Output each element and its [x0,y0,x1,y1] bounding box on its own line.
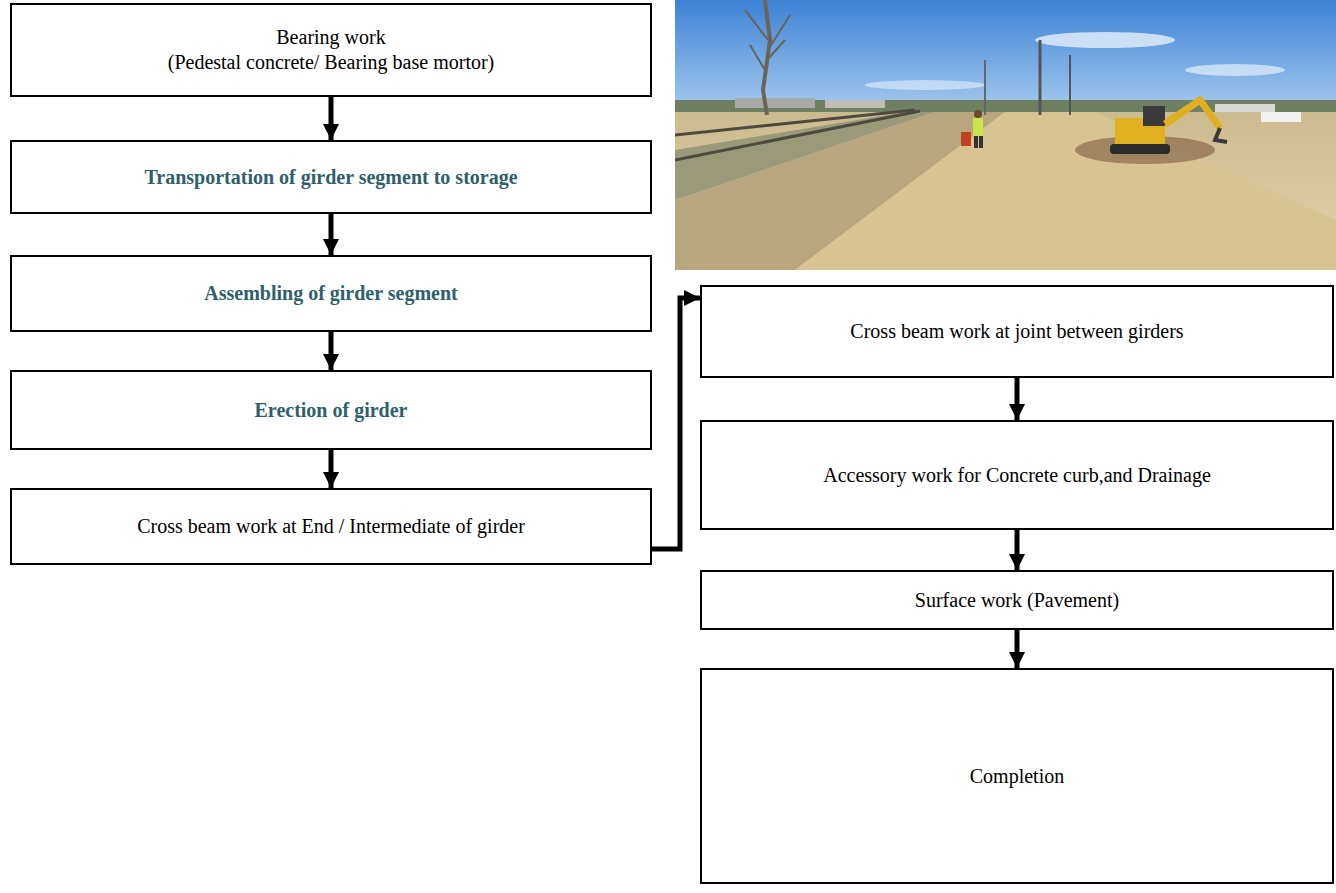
flow-arrow [329,97,334,140]
photo-shape [961,132,971,146]
process-box: Assembling of girder segment [10,255,652,332]
photo-shape [675,110,915,135]
flow-arrow [329,214,334,255]
step-text: Accessory work for Concrete curb,and Dra… [823,463,1211,488]
step-text: Assembling of girder segment [204,281,458,306]
photo-shape [1185,64,1285,76]
step-text: (Pedestal concrete/ Bearing base mortor) [168,50,495,75]
photo-shape [974,136,978,148]
photo-shape [1261,112,1301,122]
site-photo [675,0,1336,270]
photo-shape [1069,55,1071,115]
process-box: Transportation of girder segment to stor… [10,140,652,214]
process-box: Cross beam work at End / Intermediate of… [10,488,652,565]
flow-arrow [1015,378,1020,420]
step-text: Cross beam work at End / Intermediate of… [137,514,525,539]
flow-arrow [652,298,700,549]
process-box: Accessory work for Concrete curb,and Dra… [700,420,1334,530]
photo-shape [974,110,982,118]
process-box: Cross beam work at joint between girders [700,285,1334,378]
photo-shape [675,111,920,160]
photo-shape [1165,100,1220,128]
step-text: Completion [970,764,1064,789]
step-text: Bearing work [276,25,385,50]
flow-arrow [1015,630,1020,668]
photo-shape [795,112,1336,270]
step-text: Transportation of girder segment to stor… [144,165,517,190]
photo-shape [735,98,815,108]
photo-shape [1035,32,1175,48]
photo-shape [1143,106,1165,126]
photo-shape [1110,100,1227,154]
process-box: Bearing work(Pedestal concrete/ Bearing … [10,3,652,97]
photo-shape [675,0,1336,115]
flow-arrow [329,332,334,370]
process-box: Completion [700,668,1334,884]
photo-shape [984,60,986,115]
photo-shape [675,112,1336,270]
photo-shape [825,100,885,108]
photo-shape [961,110,983,148]
process-box: Erection of girder [10,370,652,450]
photo-shape [979,136,983,148]
step-text: Erection of girder [255,398,408,423]
step-text: Surface work (Pavement) [915,588,1119,613]
photo-shape [1215,128,1227,142]
photo-shape [1039,40,1042,115]
process-box: Surface work (Pavement) [700,570,1334,630]
photo-shape [865,80,985,90]
step-text: Cross beam work at joint between girders [850,319,1183,344]
flow-arrow [329,450,334,488]
photo-shape [973,118,983,136]
flow-arrow [1015,530,1020,570]
photo-shape [745,10,790,70]
photo-shape [1110,144,1170,154]
